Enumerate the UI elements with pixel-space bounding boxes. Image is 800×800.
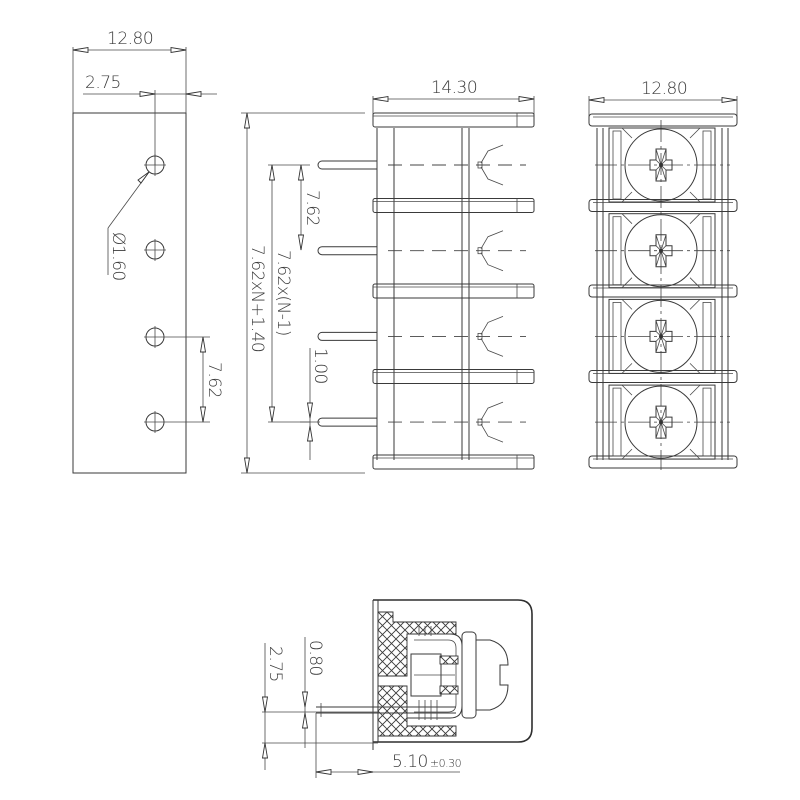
- phillips-screw-icon: [649, 148, 673, 182]
- screw-head-side: [477, 144, 504, 186]
- insulation-hatch: [377, 611, 457, 677]
- pcb-hole: [144, 154, 166, 176]
- phillips-screw-icon: [649, 234, 673, 268]
- arrow-icon: [243, 112, 251, 129]
- pin: [317, 331, 526, 341]
- barrier-rib: [588, 113, 738, 127]
- dim-pcb-offset: 2.75: [85, 73, 121, 93]
- barrier-rib: [372, 198, 535, 213]
- dim-side-depth: 14.30: [431, 78, 477, 98]
- dim-pcb-pitch: 7.62: [204, 362, 224, 398]
- arrow-icon: [261, 696, 269, 713]
- barrier-ribs: [372, 112, 535, 470]
- arrow-icon: [297, 164, 305, 181]
- top-view: 12.80: [588, 79, 738, 470]
- arrow-icon: [306, 402, 314, 419]
- arrow-icon: [199, 406, 207, 423]
- dim-pin-span: 7.62x(N-1): [273, 250, 293, 336]
- arrow-icon: [518, 95, 535, 103]
- arrow-icon: [306, 425, 314, 442]
- phillips-screw-icon: [649, 319, 673, 353]
- screw-head-side: [477, 401, 504, 443]
- terminal-cell: [595, 213, 730, 289]
- arrow-icon: [243, 457, 251, 474]
- arrow-icon: [357, 768, 374, 776]
- pin: [317, 160, 526, 170]
- barrier-rib: [372, 454, 535, 470]
- arrow-icon: [721, 96, 738, 104]
- dim-pin-diameter: 1.00: [310, 348, 330, 384]
- pcb-hole: [144, 411, 166, 433]
- pin: [317, 417, 526, 427]
- barrier-rib: [372, 112, 535, 128]
- arrow-icon: [301, 691, 309, 708]
- dim-pin-thickness: 0.80: [305, 640, 325, 676]
- arrow-icon: [170, 46, 187, 54]
- screw-heads-side: [477, 144, 504, 443]
- clamp-yoke-inner: [414, 639, 457, 713]
- terminal-cells: [595, 127, 730, 460]
- pin: [317, 246, 526, 256]
- thread-hatch: [439, 655, 459, 665]
- barrier-rib: [372, 283, 535, 299]
- pcb-hole: [144, 326, 166, 348]
- arrow-icon: [199, 336, 207, 353]
- screw-head-section: [475, 639, 509, 711]
- screw-head-side: [477, 316, 504, 357]
- phillips-screw-icon: [649, 405, 673, 439]
- dim-hole-diameter: Ø1.60: [108, 232, 128, 281]
- arrow-icon: [372, 95, 389, 103]
- insulation-hatch: [377, 685, 457, 737]
- washer: [461, 631, 477, 719]
- arrow-icon: [268, 164, 276, 181]
- terminal-cell: [595, 127, 730, 203]
- thread-hatch: [439, 685, 459, 695]
- barrier-rib: [372, 369, 535, 384]
- arrow-icon: [72, 46, 89, 54]
- arrow-icon: [301, 712, 309, 729]
- pcb-layout-view: 12.80 2.75: [72, 29, 224, 474]
- dim-pcb-width: 12.80: [107, 29, 153, 49]
- arrow-icon: [588, 96, 605, 104]
- dim-overall-length: 7.62xN+1.40: [247, 245, 267, 352]
- terminal-cell: [595, 298, 730, 374]
- housing-outline: [373, 599, 533, 743]
- arrow-icon: [297, 234, 305, 251]
- clamp-yoke: [407, 633, 463, 719]
- arrow-icon: [268, 406, 276, 423]
- arrow-icon: [315, 768, 332, 776]
- section-view: 2.75 0.80 5.10±0.30: [261, 599, 533, 778]
- dim-top-width: 12.80: [641, 79, 687, 99]
- pcb-holes: [144, 154, 166, 433]
- arrow-icon: [139, 90, 156, 98]
- dim-section-offset: 2.75: [265, 646, 285, 682]
- dim-pin-length: 5.10±0.30: [392, 752, 461, 772]
- screw-head-side: [477, 230, 504, 272]
- pins: [317, 160, 526, 427]
- terminal-cell: [595, 384, 730, 460]
- pcb-hole: [144, 239, 166, 261]
- dim-side-pitch: 7.62: [302, 190, 322, 226]
- dim-pin-length-value: 5.10: [392, 752, 428, 772]
- pcb-outline: [72, 112, 187, 474]
- arrow-icon: [261, 742, 269, 759]
- side-view: 7.62xN+1.40 7.62x(N-1) 7.62 1.00 14.30: [241, 78, 535, 474]
- arrow-icon: [137, 171, 150, 184]
- arrow-icon: [185, 90, 202, 98]
- dim-pin-length-tolerance: ±0.30: [430, 757, 461, 770]
